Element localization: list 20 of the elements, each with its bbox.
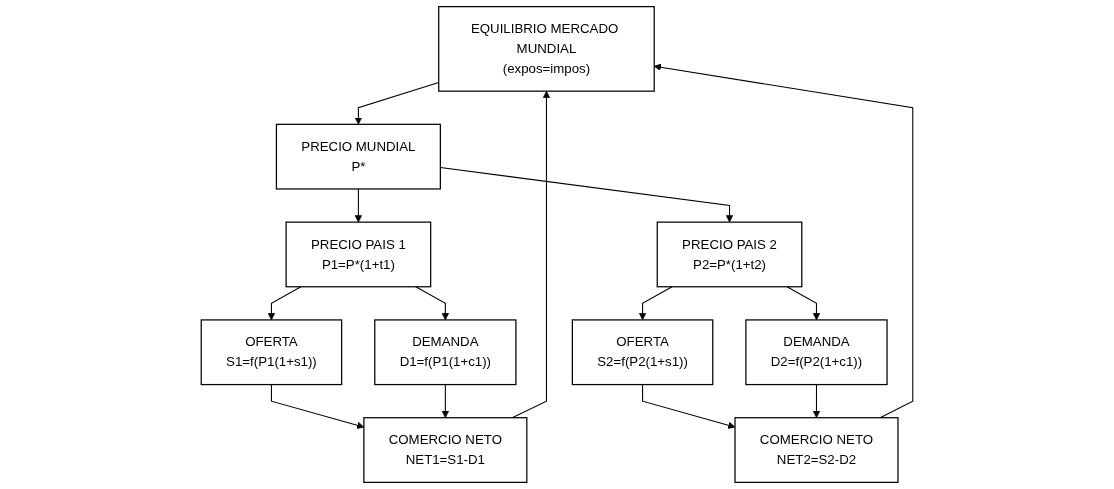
arrow <box>415 286 449 321</box>
node-box: OFERTA S1=f(P1(1+s1)) <box>200 319 343 386</box>
arrow <box>786 286 821 321</box>
node-box: PRECIO PAIS 2 P2=P*(1+t2) <box>656 221 803 288</box>
arrow <box>638 286 673 321</box>
node-box: PRECIO MUNDIAL P* <box>275 123 441 190</box>
arrow <box>812 384 821 419</box>
arrow <box>642 384 736 429</box>
node-box: EQUILIBRIO MERCADO MUNDIAL (expos=impos) <box>438 6 655 92</box>
arrow <box>511 90 551 419</box>
node-box: COMERCIO NETO NET1=S1-D1 <box>363 417 528 483</box>
node-box: DEMANDA D2=f(P2(1+c1)) <box>745 319 888 386</box>
arrow <box>653 63 914 419</box>
arrow <box>354 188 363 223</box>
node-box: PRECIO PAIS 1 P1=P*(1+t1) <box>285 221 432 288</box>
arrow <box>267 286 302 321</box>
node-box: OFERTA S2=f(P2(1+s1)) <box>571 319 714 386</box>
arrow <box>441 384 449 419</box>
node-box: DEMANDA D1=f(P1(1+c1)) <box>374 319 517 386</box>
node-box: COMERCIO NETO NET2=S2-D2 <box>734 417 899 483</box>
